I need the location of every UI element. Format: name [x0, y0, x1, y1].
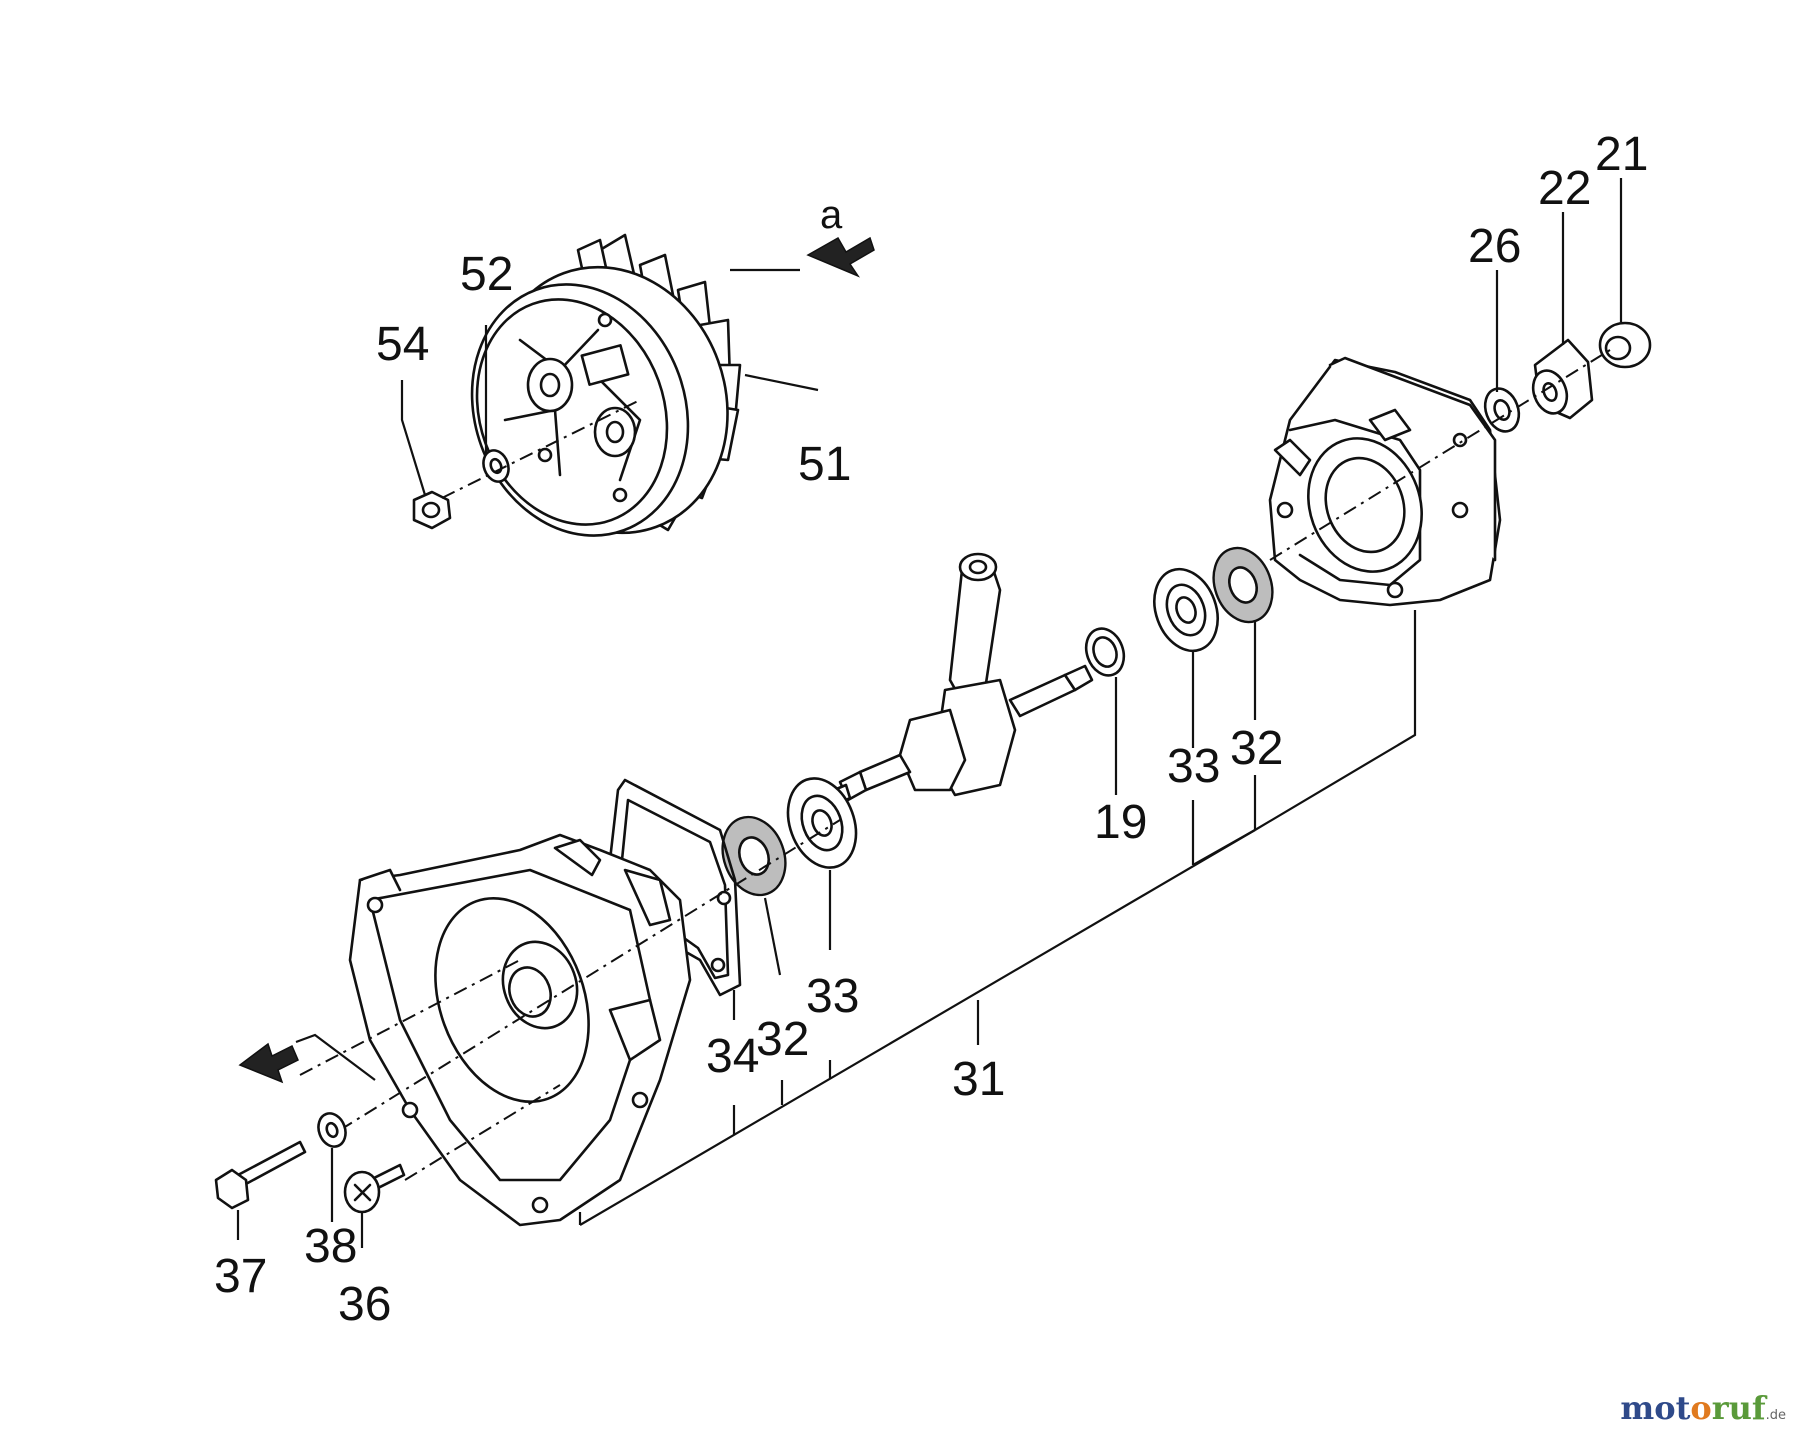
- flywheel-axis: [441, 399, 641, 499]
- bushing-part-22: [1531, 338, 1594, 420]
- label-21: 21: [1595, 128, 1648, 181]
- label-32-right: 32: [1230, 722, 1283, 775]
- part-labels: 21 22 26 52 54 51 19 33 32 33 32 34 31 3…: [214, 128, 1648, 1331]
- label-32-left: 32: [756, 1013, 809, 1066]
- front-axis-1: [339, 819, 841, 1131]
- washer-part-38: [317, 1112, 347, 1148]
- label-33-right: 33: [1167, 740, 1220, 793]
- ring-part-19: [1084, 627, 1126, 677]
- label-33-left: 33: [806, 970, 859, 1023]
- label-19: 19: [1094, 796, 1147, 849]
- motoruf-watermark: motoruf.de: [1620, 1389, 1786, 1427]
- screw-part-36: [343, 1163, 406, 1214]
- front-axis-2: [404, 1084, 561, 1181]
- bearing-part-33-right: [1153, 567, 1219, 653]
- direction-arrow-out: [238, 1033, 376, 1084]
- label-31: 31: [952, 1053, 1005, 1106]
- crankcase-rear-half: [1268, 356, 1502, 607]
- label-54: 54: [376, 318, 429, 371]
- direction-arrow-a: [806, 236, 875, 278]
- label-38: 38: [304, 1220, 357, 1273]
- crankcase-front-half: [348, 833, 692, 1227]
- label-52: 52: [460, 248, 513, 301]
- front-axis-3: [299, 959, 521, 1076]
- label-26: 26: [1468, 220, 1521, 273]
- rear-axis: [1269, 349, 1611, 561]
- crankshaft-assembly: [813, 552, 1094, 814]
- label-51: 51: [798, 438, 851, 491]
- nut-part-54: [412, 490, 452, 530]
- label-36: 36: [338, 1278, 391, 1331]
- bolt-part-37: [214, 1140, 307, 1210]
- label-37: 37: [214, 1250, 267, 1303]
- arrow-label-a: a: [820, 193, 843, 237]
- seal-part-26: [1483, 387, 1521, 433]
- label-22: 22: [1538, 162, 1591, 215]
- washer-part-52: [482, 449, 510, 483]
- flywheel-part-51: [470, 233, 742, 537]
- label-34: 34: [706, 1030, 759, 1083]
- leader-lines: [236, 178, 1623, 1248]
- bearing-part-32-left: [721, 815, 787, 897]
- nut-part-21: [1598, 321, 1652, 369]
